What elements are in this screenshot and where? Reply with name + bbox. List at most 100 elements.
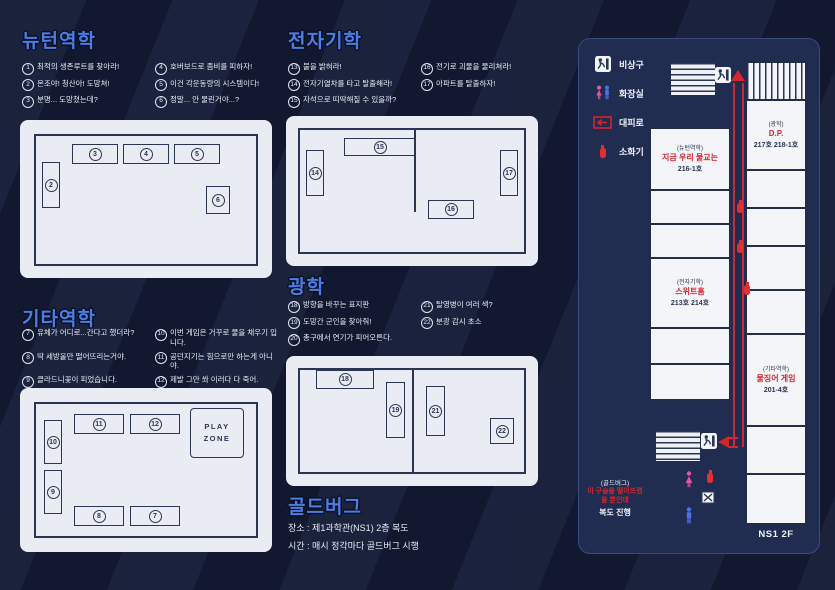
room-box: 3	[72, 144, 118, 164]
floorplan-em: 15 14 17 16	[286, 116, 538, 266]
exit-icon	[715, 67, 731, 83]
outer-wall	[34, 134, 258, 266]
room-number: 16	[444, 203, 458, 217]
route-arrow-icon	[731, 70, 745, 81]
floor-label: NS1 2F	[758, 529, 794, 540]
map-legend: 비상구 화장실 대피로 소화기	[593, 55, 644, 171]
list-item-text: 아파트를 탈출하자!	[436, 78, 496, 88]
room-category: (뉴턴역학)	[676, 146, 704, 153]
circled-number: 3	[22, 95, 34, 108]
outer-wall	[34, 402, 258, 538]
room-number: 5	[190, 147, 204, 161]
evacuation-route-line	[733, 83, 744, 447]
room-number: 17	[502, 166, 516, 180]
legend-label: 대피로	[619, 117, 644, 128]
circled-number: 14	[288, 79, 300, 91]
circled-number: 20	[288, 333, 300, 346]
room-box: 16	[428, 200, 474, 219]
circled-number: 9	[22, 375, 34, 388]
section-title-goldberg: 골드버그	[288, 497, 362, 518]
evacuation-route-icon	[593, 115, 612, 129]
stairs-right	[745, 61, 807, 101]
list-item-text: 제발 그만 쏴 이러다 다 죽어.	[170, 375, 259, 384]
room-column-right: (광학) D.P. 217호 218-1호 (기타역학) 물징어 게임 201-…	[745, 61, 807, 525]
circled-number: 5	[155, 79, 167, 91]
list-item-text: 온조야! 청산아! 도망쳐!	[37, 78, 110, 88]
circled-number: 6	[155, 95, 167, 108]
room-box: 14	[306, 150, 324, 196]
room-number: 201-4호	[763, 387, 789, 395]
evacuation-route-line	[728, 437, 738, 448]
map-room-newton: (뉴턴역학) 지금 우리 물교는 216-1호	[649, 127, 731, 191]
list-item-text: 클라드니꽃이 피었습니다.	[37, 375, 118, 384]
map-room-empty	[745, 245, 807, 291]
room-box: 22	[490, 418, 514, 444]
circled-number: 12	[155, 375, 167, 388]
circled-number: 15	[288, 95, 300, 108]
play-zone: PLAY ZONE	[190, 408, 244, 458]
list-item-text: 딱 세방울만 떨어뜨리는거야.	[37, 351, 127, 361]
stairs-top	[671, 63, 715, 95]
section-title-newton: 뉴턴역학	[22, 31, 96, 52]
closed-box-icon	[701, 491, 715, 509]
circled-number: 11	[155, 352, 167, 364]
legend-label: 화장실	[619, 88, 644, 99]
circled-number: 19	[288, 317, 300, 329]
fire-extinguisher-icon	[735, 239, 745, 253]
room-number: 22	[495, 424, 509, 438]
room-number: 19	[389, 403, 402, 417]
inner-wall	[414, 128, 416, 212]
room-name: D.P.	[768, 129, 784, 139]
map-room-empty	[649, 327, 731, 365]
room-box: 18	[316, 370, 374, 389]
room-name: 이 구슬을 떨어뜨렸을 뿐인데	[587, 488, 643, 504]
room-number: 18	[338, 373, 352, 387]
legend-row-extinguisher: 소화기	[593, 142, 644, 160]
male-restroom-icon	[683, 507, 695, 529]
circled-number: 8	[22, 352, 34, 364]
list-item-text: 전자기열차를 타고 탈출해라!	[303, 78, 393, 88]
room-number: 14	[308, 166, 322, 180]
room-box: 15	[344, 138, 416, 156]
circled-number: 2	[22, 79, 34, 91]
inner-wall	[412, 368, 414, 474]
circled-number: 16	[421, 62, 433, 75]
room-box: 19	[386, 382, 405, 438]
room-number: 7	[148, 509, 162, 523]
legend-row-route: 대피로	[593, 113, 644, 131]
room-box: 5	[174, 144, 220, 164]
room-box: 8	[74, 506, 124, 526]
fire-extinguisher-icon	[735, 199, 745, 213]
map-room-empty	[649, 363, 731, 401]
legend-label: 소화기	[619, 146, 644, 157]
circled-number: 17	[421, 79, 433, 91]
circled-number: 7	[22, 328, 34, 341]
map-room-empty	[745, 473, 807, 525]
room-number: 6	[211, 193, 225, 207]
room-number: 11	[92, 417, 106, 431]
stairs-bottom	[656, 431, 700, 461]
map-room-goldberg: (골드버그) 이 구슬을 떨어뜨렸을 뿐인데 복도 진행	[587, 477, 643, 518]
map-room-empty	[649, 189, 731, 225]
outer-wall	[298, 128, 526, 254]
list-item-text: 이번 게임은 거꾸로 물을 채우기 입니다.	[170, 328, 278, 347]
room-number: 216-1호	[677, 166, 703, 174]
room-number: 10	[46, 435, 60, 449]
list-item-text: 도망간 군인을 찾아줘!	[303, 316, 372, 326]
map-room-optics: (광학) D.P. 217호 218-1호	[745, 99, 807, 171]
section-title-etc: 기타역학	[22, 309, 96, 330]
floorplan-etc: 11 12 PLAY ZONE 10 9 8 7	[20, 388, 272, 552]
